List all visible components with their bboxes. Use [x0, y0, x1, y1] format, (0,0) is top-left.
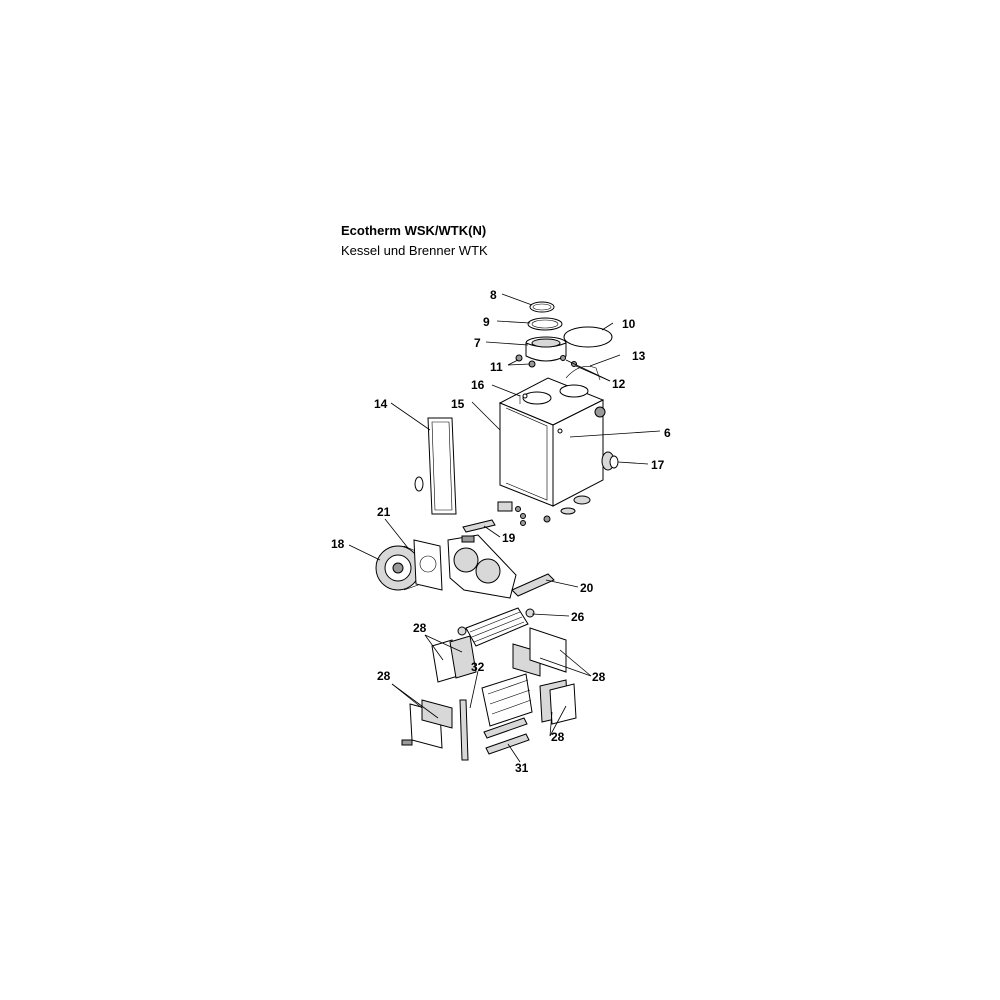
fan-18	[375, 545, 421, 591]
screws-11	[515, 354, 536, 368]
insulation-panel-28b	[512, 627, 567, 677]
callout-11: 11	[490, 360, 503, 374]
callout-15: 15	[451, 397, 465, 411]
callout-16: 16	[471, 378, 485, 392]
diagram-title: Ecotherm WSK/WTK(N)	[341, 223, 487, 238]
sensor-17	[601, 451, 619, 471]
callout-28-lower-right: 28	[551, 730, 565, 744]
side-panel-14	[414, 417, 457, 515]
callout-9: 9	[483, 315, 490, 329]
callout-12: 12	[612, 377, 626, 391]
insulation-panel-28c	[401, 699, 453, 749]
insulation-panel-28a	[431, 635, 477, 683]
boiler-casing	[498, 377, 606, 507]
electrode-19	[462, 519, 496, 533]
leader-lines	[348, 293, 661, 763]
callout-26: 26	[571, 610, 585, 624]
seal-ring-8	[529, 301, 555, 313]
callout-21: 21	[377, 505, 391, 519]
callout-31: 31	[515, 761, 529, 775]
callout-28-upper-left: 28	[413, 621, 427, 635]
fittings-bottom	[497, 495, 591, 526]
diagram-subtitle: Kessel und Brenner WTK	[341, 243, 488, 258]
callout-18: 18	[331, 537, 345, 551]
callout-13: 13	[632, 349, 646, 363]
callout-7: 7	[474, 336, 481, 350]
callout-28-lower-left: 28	[377, 669, 391, 683]
burner-block-32	[459, 673, 533, 761]
burner-housing	[447, 534, 517, 599]
heat-exchanger-26	[457, 607, 535, 647]
callout-8: 8	[490, 288, 497, 302]
seal-ring-9	[527, 317, 563, 331]
callout-19: 19	[502, 531, 516, 545]
callout-10: 10	[622, 317, 636, 331]
cover-disc-10	[563, 326, 613, 348]
flue-collar-7	[525, 336, 567, 362]
insulation-panel-28d	[539, 679, 577, 725]
pipe-13	[565, 366, 601, 381]
callout-6: 6	[664, 426, 671, 440]
rail-20	[511, 573, 555, 597]
callout-20: 20	[580, 581, 594, 595]
callout-28-right: 28	[592, 670, 606, 684]
burner-rails-31	[483, 717, 530, 755]
callout-32: 32	[471, 660, 485, 674]
callout-17: 17	[651, 458, 665, 472]
callout-14: 14	[374, 397, 388, 411]
burner-plate-21	[413, 539, 443, 591]
